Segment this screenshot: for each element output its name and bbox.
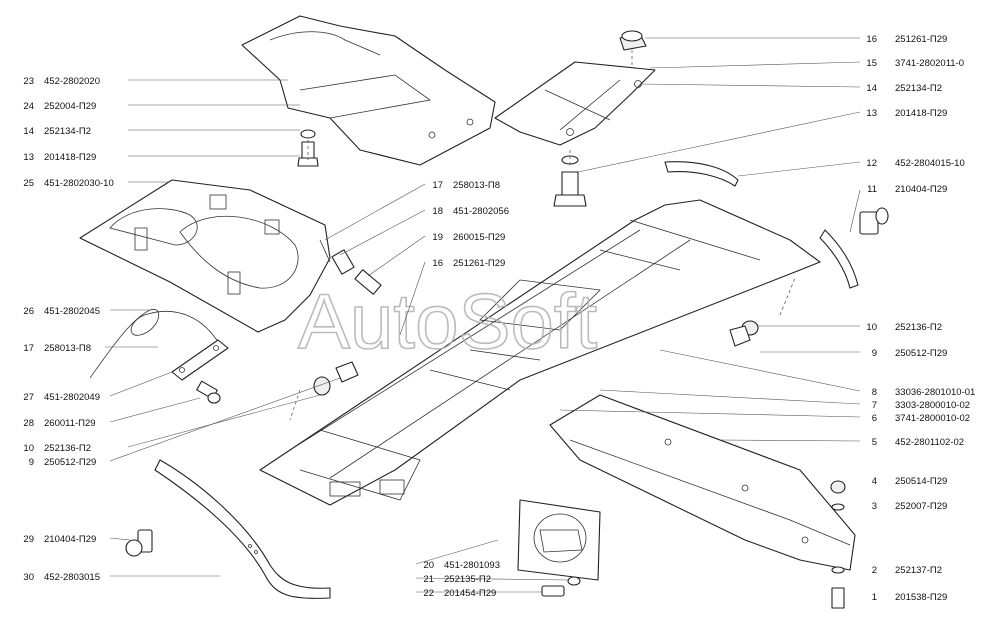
callout-number: 22 — [423, 588, 434, 599]
callout-number: 3 — [872, 501, 877, 512]
callout-part-code: 210404-П29 — [895, 184, 947, 195]
callout-part-code: 258013-П8 — [453, 180, 500, 191]
part-15-cover-plate — [494, 61, 656, 146]
callout-number: 16 — [866, 34, 877, 45]
callout-part-code: 252007-П29 — [895, 501, 947, 512]
part-1-4-fasteners — [830, 480, 846, 609]
callout-part-code: 252137-П2 — [895, 565, 942, 576]
leader-lines — [105, 37, 861, 593]
callout-part-code: 3303-2800010-02 — [895, 400, 970, 411]
callout-part-code: 451-2802030-10 — [44, 178, 114, 189]
callout-part-code: 258013-П8 — [44, 343, 91, 354]
callout-part-code: 201418-П29 — [895, 108, 947, 119]
callout-number: 13 — [866, 108, 877, 119]
part-6-7-8-frame — [259, 199, 821, 506]
callout-part-code: 3741-2802011-0 — [895, 58, 964, 69]
part-13-bolt-right — [553, 155, 587, 207]
part-30-front-bumper — [154, 459, 331, 599]
callout-number: 13 — [23, 152, 34, 163]
callout-number: 4 — [872, 476, 877, 487]
callout-part-code: 210404-П29 — [44, 534, 96, 545]
callout-part-code: 451-2802056 — [453, 206, 509, 217]
part-11-bolt — [859, 207, 889, 235]
part-9-10-nut-washer-left — [313, 361, 359, 396]
callout-number: 17 — [23, 343, 34, 354]
part-16-plug-top — [619, 30, 647, 51]
callout-part-code: 260015-П29 — [453, 232, 505, 243]
part-12-bumper-guard — [664, 161, 859, 289]
callout-number: 18 — [432, 206, 443, 217]
callout-number: 27 — [23, 392, 34, 403]
callout-part-code: 451-2801093 — [444, 560, 500, 571]
callout-part-code: 201418-П29 — [44, 152, 96, 163]
alignment-lines — [289, 50, 796, 421]
callout-number: 26 — [23, 306, 34, 317]
callout-number: 30 — [23, 572, 34, 583]
callout-part-code: 451-2802045 — [44, 306, 100, 317]
callout-number: 9 — [29, 457, 34, 468]
callout-part-code: 3741-2800010-02 — [895, 413, 970, 424]
callout-number: 23 — [23, 76, 34, 87]
part-25-mud-plate — [79, 179, 331, 333]
callout-part-code: 252134-П2 — [44, 126, 91, 137]
callout-part-code: 452-2804015-10 — [895, 158, 965, 169]
callout-number: 11 — [867, 184, 877, 195]
callout-number: 29 — [23, 534, 34, 545]
callout-number: 5 — [872, 437, 877, 448]
callout-number: 20 — [423, 560, 434, 571]
callout-number: 10 — [23, 443, 34, 454]
part-27-link-plate — [171, 339, 229, 381]
callout-part-code: 260011-П29 — [44, 418, 96, 429]
callout-number: 12 — [866, 158, 877, 169]
part-26-spring — [89, 309, 221, 379]
part-28-pin — [196, 380, 221, 404]
callout-part-code: 252134-П2 — [895, 83, 942, 94]
callout-number: 21 — [423, 574, 434, 585]
callout-number: 17 — [432, 180, 443, 191]
callout-number: 9 — [872, 348, 877, 359]
part-20-bracket — [517, 499, 601, 581]
part-29-bolt — [125, 529, 153, 557]
callout-part-code: 452-2801102-02 — [895, 437, 964, 448]
callout-number: 16 — [432, 258, 443, 269]
callout-number: 15 — [866, 58, 877, 69]
callout-part-code: 33036-2801010-01 — [895, 387, 975, 398]
callout-number: 1 — [872, 592, 877, 603]
watermark-text: AutoSoft — [298, 277, 598, 365]
callout-part-code: 250514-П29 — [895, 476, 947, 487]
callout-part-code: 201538-П29 — [895, 592, 947, 603]
callout-part-code: 452-2802020 — [44, 76, 100, 87]
callout-part-code: 252004-П29 — [44, 101, 96, 112]
callout-number: 14 — [23, 126, 34, 137]
callout-part-code: 201454-П29 — [444, 588, 496, 599]
part-9-10-nut-washer-right — [729, 320, 759, 347]
callout-number: 28 — [23, 418, 34, 429]
callout-part-code: 251261-П29 — [895, 34, 947, 45]
callout-part-code: 452-2803015 — [44, 572, 100, 583]
callout-number: 2 — [872, 565, 877, 576]
callout-number: 19 — [432, 232, 443, 243]
callout-part-code: 250512-П29 — [895, 348, 947, 359]
part-5-crossmember — [549, 394, 856, 571]
callout-number: 8 — [872, 387, 877, 398]
callout-part-code: 250512-П29 — [44, 457, 96, 468]
callout-number: 6 — [872, 413, 877, 424]
callout-part-code: 252136-П2 — [44, 443, 91, 454]
callout-part-code: 451-2802049 — [44, 392, 100, 403]
callout-number: 25 — [23, 178, 34, 189]
callout-number: 24 — [23, 101, 34, 112]
callout-number: 14 — [866, 83, 877, 94]
part-21-22-fasteners — [541, 576, 581, 597]
callout-number: 10 — [866, 322, 877, 333]
part-17-18-19-bushings — [319, 239, 382, 295]
callout-part-code: 252136-П2 — [895, 322, 942, 333]
callout-part-code: 251261-П29 — [453, 258, 505, 269]
callout-part-code: 252135-П2 — [444, 574, 491, 585]
part-23-floor-plate — [241, 15, 496, 166]
callout-number: 7 — [872, 400, 877, 411]
